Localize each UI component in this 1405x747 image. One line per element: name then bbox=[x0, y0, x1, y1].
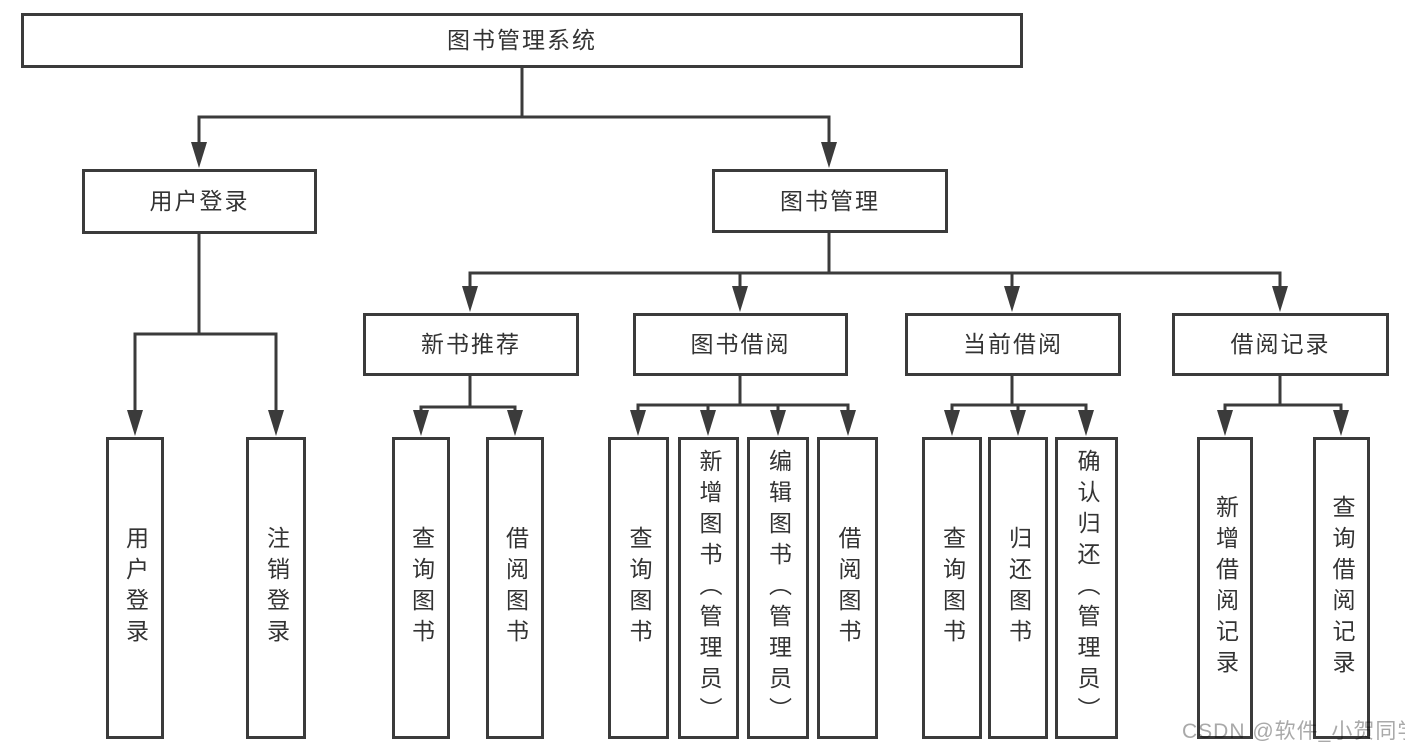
node-user-login: 用户登录 bbox=[82, 169, 317, 234]
leaf-borrow-books-newbook: 借阅图书 bbox=[486, 437, 544, 739]
arrow-down-icon bbox=[770, 410, 786, 436]
arrow-down-icon bbox=[821, 142, 837, 168]
leaf-borrow-books-borrow: 借阅图书 bbox=[817, 437, 878, 739]
leaf-user-login: 用户登录 bbox=[106, 437, 164, 739]
arrow-down-icon bbox=[840, 410, 856, 436]
arrow-down-icon bbox=[462, 286, 478, 312]
node-book-borrowing-label: 图书借阅 bbox=[690, 331, 791, 357]
leaf-logout: 注销登录 bbox=[246, 437, 306, 739]
leaf-return-books: 归还图书 bbox=[988, 437, 1048, 739]
arrow-down-icon bbox=[127, 410, 143, 436]
arrow-down-icon bbox=[630, 410, 646, 436]
arrow-down-icon bbox=[268, 410, 284, 436]
arrow-down-icon bbox=[507, 410, 523, 436]
leaf-query-borrow-record: 查询借阅记录 bbox=[1313, 437, 1370, 739]
arrow-down-icon bbox=[1333, 410, 1349, 436]
arrow-down-icon bbox=[1078, 410, 1094, 436]
leaf-query-books-borrow-label: 查询图书 bbox=[626, 526, 652, 650]
connector-current-borrow-split bbox=[950, 375, 1088, 414]
node-book-management-label: 图书管理 bbox=[780, 187, 880, 214]
arrow-down-icon bbox=[944, 410, 960, 436]
leaf-query-books-current-label: 查询图书 bbox=[939, 526, 966, 650]
node-current-borrowing-label: 当前借阅 bbox=[963, 331, 1063, 357]
leaf-add-borrow-record-label: 新增借阅记录 bbox=[1212, 495, 1239, 681]
arrow-down-icon bbox=[1010, 410, 1026, 436]
connector-book-management-split bbox=[468, 232, 1282, 290]
leaf-borrow-books-borrow-label: 借阅图书 bbox=[835, 526, 861, 650]
leaf-confirm-return-admin-label: 确认归还（管理员） bbox=[1074, 448, 1100, 728]
leaf-user-login-label: 用户登录 bbox=[122, 526, 149, 650]
connector-book-borrow-split bbox=[636, 375, 850, 414]
leaf-query-borrow-record-label: 查询借阅记录 bbox=[1329, 495, 1355, 681]
leaf-edit-books-admin: 编辑图书（管理员） bbox=[747, 437, 809, 739]
arrowheads bbox=[127, 142, 1349, 436]
connector-lines bbox=[133, 67, 1343, 414]
leaf-add-books-admin-label: 新增图书（管理员） bbox=[696, 448, 722, 728]
arrow-down-icon bbox=[1004, 286, 1020, 312]
node-user-login-label: 用户登录 bbox=[149, 188, 250, 214]
csdn-watermark: CSDN @软件_小贺同学 bbox=[1182, 720, 1405, 743]
arrow-down-icon bbox=[1217, 410, 1233, 436]
leaf-confirm-return-admin: 确认归还（管理员） bbox=[1055, 437, 1118, 739]
arrow-down-icon bbox=[191, 142, 207, 168]
leaf-query-books-newbook: 查询图书 bbox=[392, 437, 450, 739]
arrow-down-icon bbox=[732, 286, 748, 312]
node-borrowing-records: 借阅记录 bbox=[1172, 313, 1389, 376]
node-borrowing-records-label: 借阅记录 bbox=[1230, 331, 1331, 357]
leaf-return-books-label: 归还图书 bbox=[1005, 526, 1032, 650]
node-current-borrowing: 当前借阅 bbox=[905, 313, 1121, 376]
connector-borrow-records-split bbox=[1223, 375, 1343, 414]
arrow-down-icon bbox=[1272, 286, 1288, 312]
arrow-down-icon bbox=[413, 410, 429, 436]
connector-new-book-split bbox=[419, 375, 517, 414]
node-book-management: 图书管理 bbox=[712, 169, 948, 233]
leaf-query-books-newbook-label: 查询图书 bbox=[408, 526, 435, 650]
leaf-add-borrow-record: 新增借阅记录 bbox=[1197, 437, 1253, 739]
leaf-logout-label: 注销登录 bbox=[263, 526, 290, 650]
connector-user-login-split bbox=[133, 233, 278, 414]
leaf-query-books-borrow: 查询图书 bbox=[608, 437, 669, 739]
node-new-book-recommend: 新书推荐 bbox=[363, 313, 579, 376]
node-root: 图书管理系统 bbox=[21, 13, 1023, 68]
leaf-edit-books-admin-label: 编辑图书（管理员） bbox=[765, 448, 792, 728]
node-root-label: 图书管理系统 bbox=[447, 27, 597, 53]
node-book-borrowing: 图书借阅 bbox=[633, 313, 848, 376]
connector-root-to-level2 bbox=[197, 67, 831, 146]
node-new-book-recommend-label: 新书推荐 bbox=[421, 331, 521, 357]
leaf-query-books-current: 查询图书 bbox=[922, 437, 982, 739]
leaf-add-books-admin: 新增图书（管理员） bbox=[678, 437, 739, 739]
arrow-down-icon bbox=[700, 410, 716, 436]
leaf-borrow-books-newbook-label: 借阅图书 bbox=[502, 526, 529, 650]
